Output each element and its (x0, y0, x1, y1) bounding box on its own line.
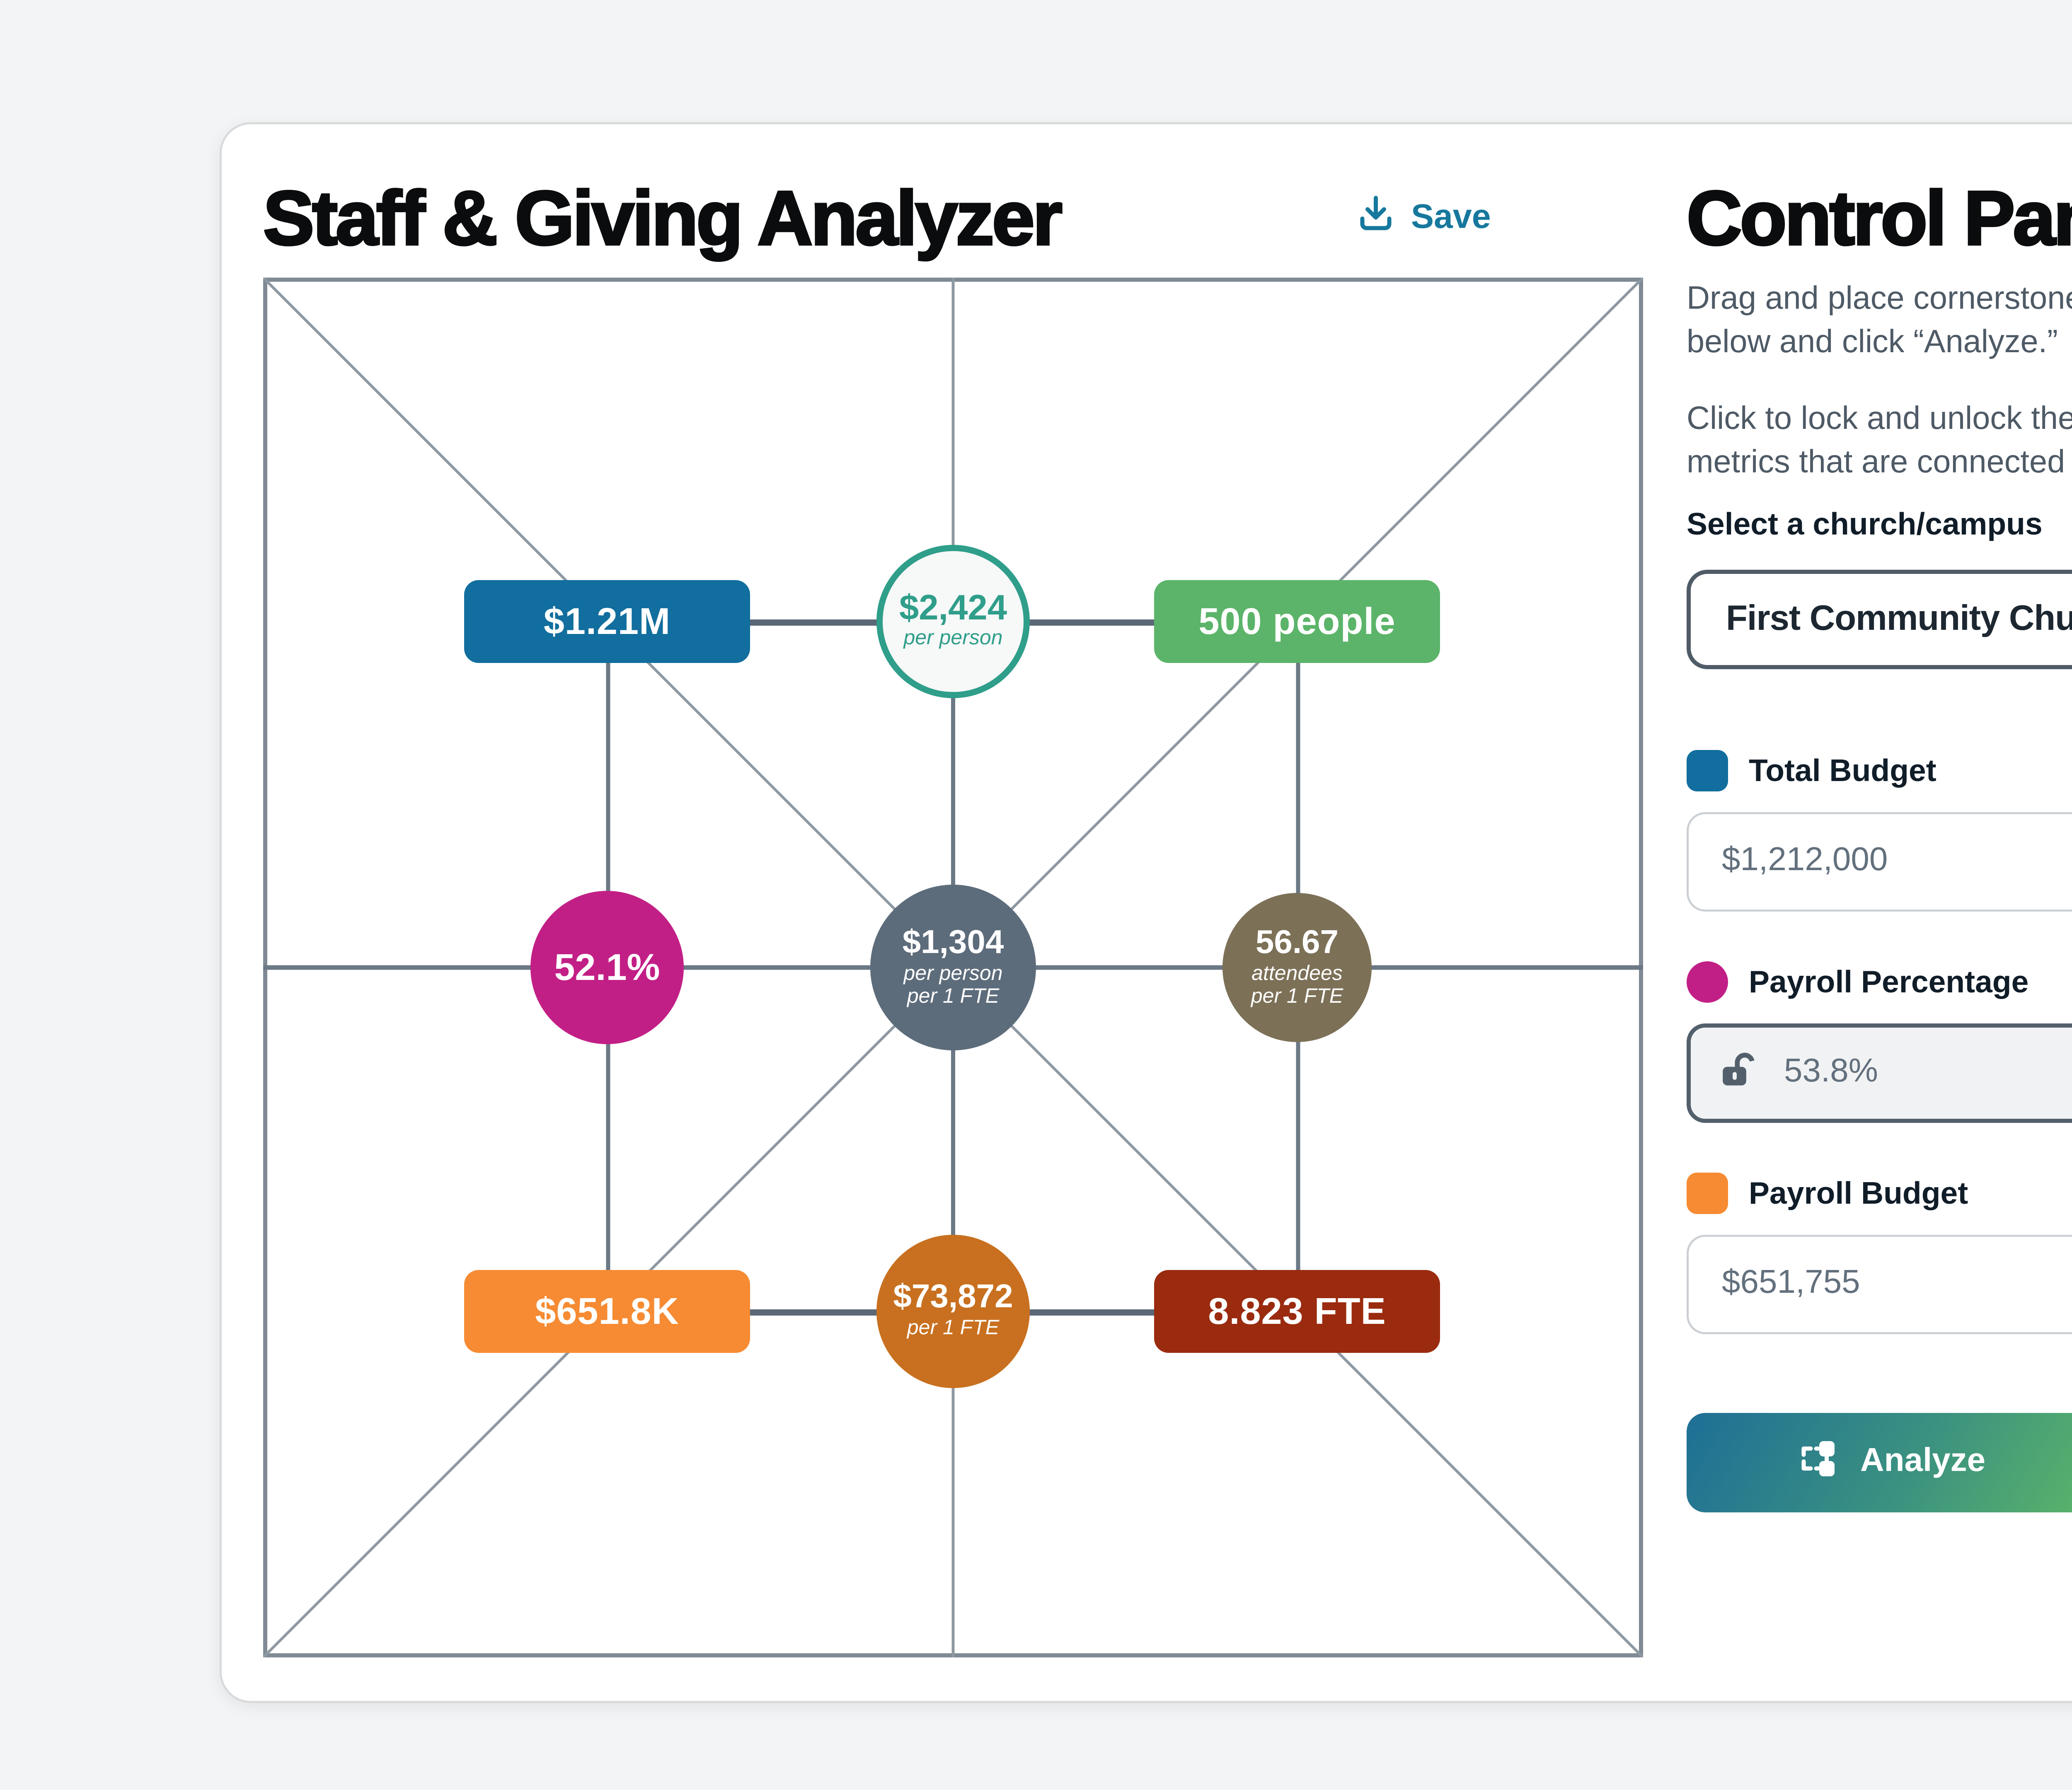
graph-node-staffing-ratio[interactable]: 56.67 attendees per 1 FTE (1222, 893, 1372, 1042)
graph-node-attendance[interactable]: 500 people (1154, 580, 1440, 663)
node-subtext: per person (903, 962, 1003, 985)
total-budget-input[interactable] (1687, 812, 2072, 912)
graph-node-avg-emp-cost[interactable]: $73,872 per 1 FTE (876, 1235, 1030, 1388)
metric-label: Total Budget (1749, 753, 1936, 789)
graph-node-payroll-budget[interactable]: $651.8K (464, 1270, 750, 1353)
payroll-percentage-swatch (1687, 961, 1728, 1003)
analyze-label: Analyze (1860, 1444, 1986, 1479)
node-value: $1,304 (902, 925, 1004, 960)
analyzer-title: Staff & Giving Analyzer (262, 175, 1063, 262)
church-select-dropdown[interactable]: First Community Church (1687, 570, 2072, 669)
lock-open-icon (1720, 1050, 1757, 1097)
payroll-percentage-unlocked-field[interactable]: 53.8% (1687, 1023, 2072, 1123)
payroll-budget-input[interactable] (1687, 1235, 2072, 1334)
node-subtext: per 1 FTE (907, 986, 1000, 1009)
node-value: 56.67 (1255, 925, 1339, 960)
node-subtext: per 1 FTE (1251, 986, 1343, 1009)
save-button[interactable]: Save (1355, 193, 1491, 244)
analyze-diagram-icon (1794, 1435, 1840, 1491)
graph-node-total-budget[interactable]: $1.21M (464, 580, 750, 663)
field-value: 53.8% (1784, 1055, 1878, 1090)
control-panel-description-1: Drag and place cornerstone metrics in th… (1687, 282, 2072, 360)
metric-payroll-percentage: Payroll Percentage 53.8% (1687, 961, 2072, 1123)
graph-node-per-person-payroll[interactable]: $1,304 per person per 1 FTE (870, 885, 1036, 1050)
church-select-value: First Community Church (1726, 599, 2072, 638)
metric-total-budget: Total Budget (1687, 750, 2072, 912)
graph-node-fte-staff-size[interactable]: 8.823 FTE (1154, 1270, 1440, 1353)
total-budget-swatch (1687, 750, 1728, 791)
node-value: $2,424 (899, 589, 1007, 629)
node-subtext: per person (903, 628, 1003, 651)
payroll-budget-swatch (1687, 1173, 1728, 1214)
node-value: $73,872 (893, 1281, 1013, 1316)
metrics-graph: $1.21M $2,424 per person 500 people 52.1… (263, 278, 1643, 1657)
node-value: 52.1% (554, 947, 660, 988)
control-panel-description-2: Click to lock and unlock the four ratios… (1687, 402, 2072, 481)
analyze-button[interactable]: Analyze (1687, 1413, 2072, 1512)
node-subtext: attendees (1251, 962, 1343, 985)
graph-node-payroll-percentage[interactable]: 52.1% (530, 891, 684, 1044)
download-icon (1355, 193, 1397, 244)
save-label: Save (1411, 199, 1491, 236)
church-select-label: Select a church/campus (1687, 508, 2043, 543)
main-card: Staff & Giving Analyzer Save (220, 122, 2072, 1703)
control-panel-title: Control Panel (1685, 175, 2072, 262)
node-subtext: per 1 FTE (907, 1318, 1000, 1341)
graph-node-per-person-budget[interactable]: $2,424 per person (876, 545, 1030, 698)
metric-label: Payroll Budget (1749, 1176, 1968, 1211)
metric-payroll-budget: Payroll Budget (1687, 1173, 2072, 1334)
metric-label: Payroll Percentage (1749, 964, 2029, 1000)
